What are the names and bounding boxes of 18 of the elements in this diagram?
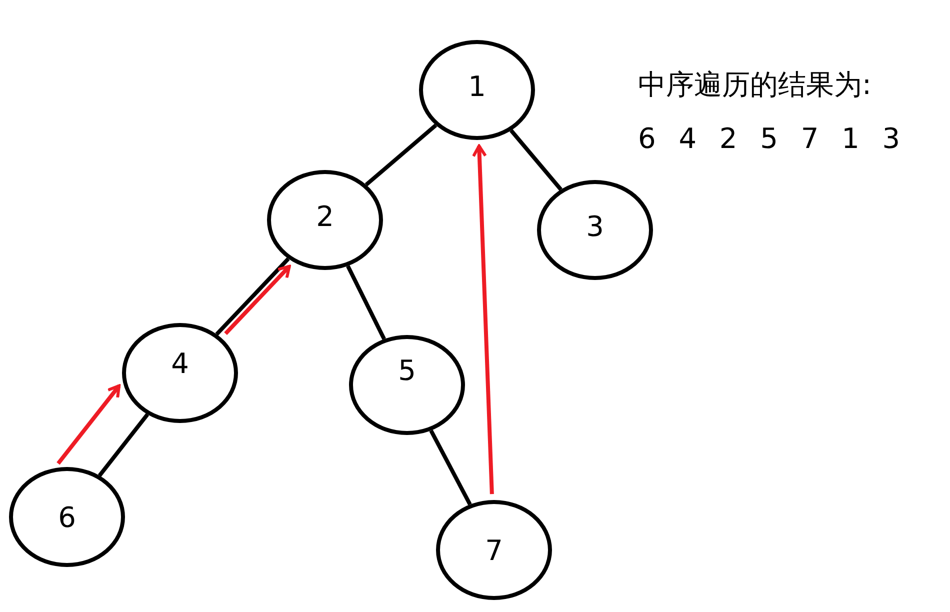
node-number: 2 (316, 200, 334, 232)
node-number: 6 (58, 500, 76, 534)
tree-edge (98, 413, 150, 477)
tree-edge (346, 265, 386, 340)
node-number: 5 (398, 354, 416, 386)
tree-edge (429, 430, 472, 506)
traversal-arrow (224, 264, 291, 336)
result-heading: 中序遍历的结果为: (638, 67, 872, 103)
node-number: 4 (171, 346, 189, 380)
tree-edge (510, 129, 562, 191)
tree-edge (215, 257, 290, 336)
traversal-sequence: 6 4 2 5 7 1 3 (638, 122, 900, 155)
tree-edge (364, 124, 438, 186)
traversal-arrow (472, 144, 494, 494)
node-number: 7 (485, 534, 503, 566)
node-number: 1 (468, 70, 486, 102)
traversal-arrow (56, 384, 121, 465)
node-number: 3 (586, 210, 604, 242)
